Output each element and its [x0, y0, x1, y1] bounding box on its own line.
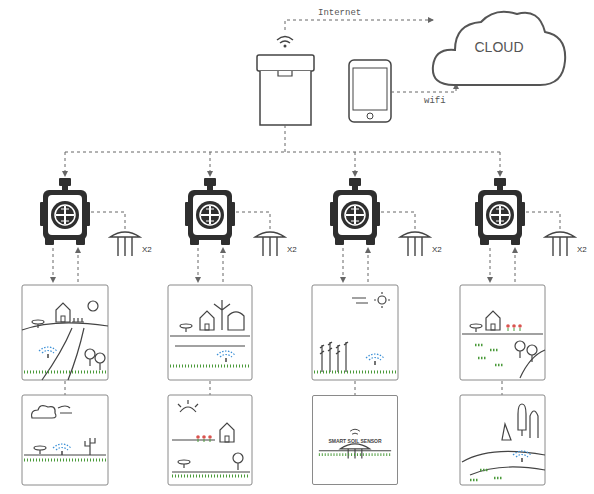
quantity-label: X2 [142, 245, 152, 254]
cloud-shape: CLOUD [428, 5, 570, 93]
cloud-label: CLOUD [428, 39, 570, 55]
link-label: Internet [318, 8, 361, 18]
quantity-label: X2 [577, 245, 587, 254]
link-label: wifi [424, 96, 446, 106]
sensor-caption: SMART SOIL SENSOR [313, 438, 397, 444]
quantity-label: X2 [432, 245, 442, 254]
quantity-label: X2 [287, 245, 297, 254]
scene-panel: SMART SOIL SENSOR [312, 395, 398, 485]
